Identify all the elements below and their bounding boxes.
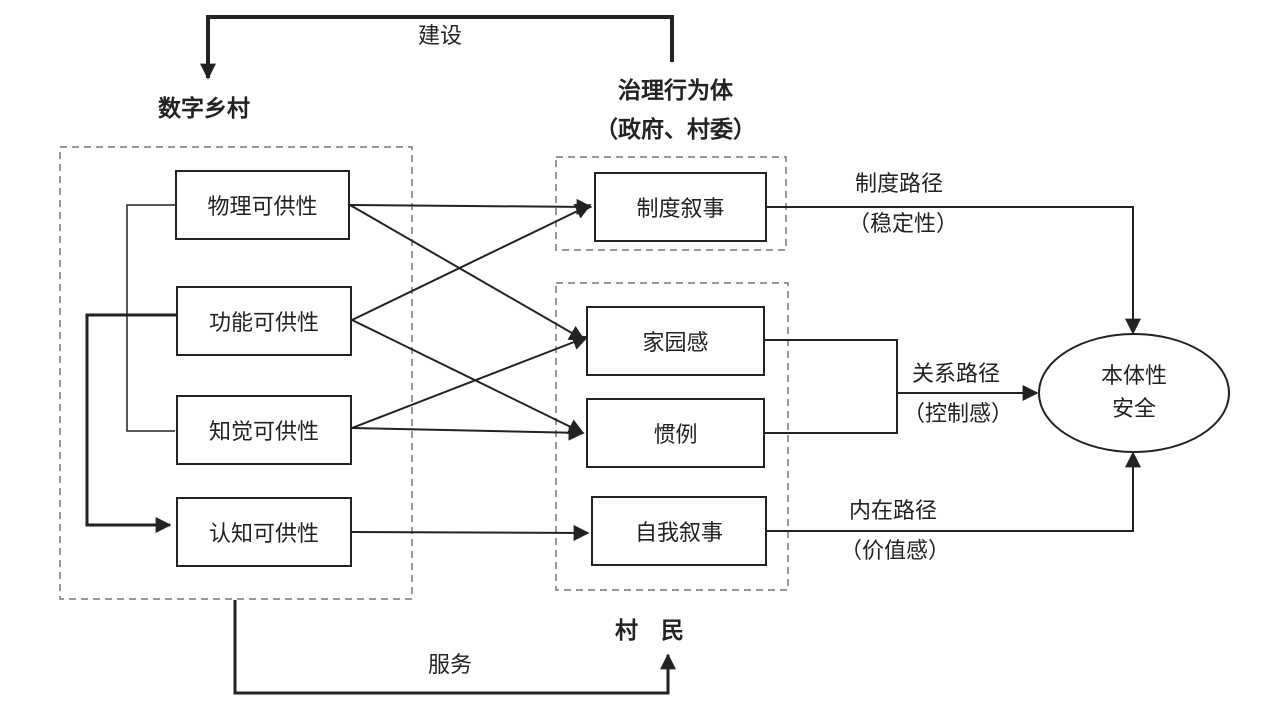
physical-affordance-box: 物理可供性	[175, 170, 350, 240]
internal-path-label: 内在路径	[849, 499, 938, 524]
serve-label: 服务	[428, 653, 473, 678]
villagers-group	[555, 282, 789, 591]
ontological-security-node: 本体性 安全	[1038, 333, 1230, 453]
arrow-functional-routine	[351, 319, 585, 434]
serve-loop	[233, 600, 676, 695]
perceptual-affordance-box: 知觉可供性	[176, 395, 352, 465]
institutional-path-sub: （稳定性）	[848, 212, 959, 237]
self-narrative-box: 自我叙事	[591, 496, 767, 566]
institutional-narrative-box: 制度叙事	[594, 172, 767, 242]
homeland-sense-box: 家园感	[586, 306, 765, 376]
arrow-physical-homeland	[349, 204, 586, 341]
institutional-path	[767, 206, 1141, 335]
arrow-physical-institutional	[349, 198, 593, 215]
cognitive-affordance-box: 认知可供性	[176, 497, 352, 567]
arrow-functional-institutional	[351, 204, 592, 321]
digital-village-title: 数字乡村	[158, 96, 250, 122]
relational-path-label: 关系路径	[912, 362, 1001, 387]
relational-path-sub: （控制感）	[903, 402, 1014, 427]
affordance-bracket-bold	[85, 313, 176, 533]
build-loop	[200, 15, 674, 80]
institutional-path-label: 制度路径	[855, 172, 944, 197]
villagers-title: 村 民	[615, 618, 684, 644]
governance-group	[555, 156, 787, 251]
governance-title: 治理行为体	[618, 78, 733, 104]
ontological-security-line2: 安全	[1111, 397, 1156, 422]
internal-path-sub: （价值感）	[840, 539, 951, 564]
relational-path-merge	[765, 339, 898, 434]
arrow-perceptual-homeland	[351, 334, 589, 429]
digital-village-group	[59, 146, 413, 600]
governance-subtitle: （政府、村委）	[595, 117, 756, 143]
internal-path	[767, 451, 1141, 532]
arrow-cognitive-selfnarrative	[351, 524, 590, 541]
routine-box: 惯例	[586, 398, 765, 468]
functional-affordance-box: 功能可供性	[176, 286, 352, 356]
arrow-perceptual-routine	[351, 424, 585, 441]
ontological-security-line1: 本体性	[1100, 364, 1167, 389]
build-label: 建设	[418, 24, 463, 49]
affordance-bracket-thin	[126, 204, 175, 432]
